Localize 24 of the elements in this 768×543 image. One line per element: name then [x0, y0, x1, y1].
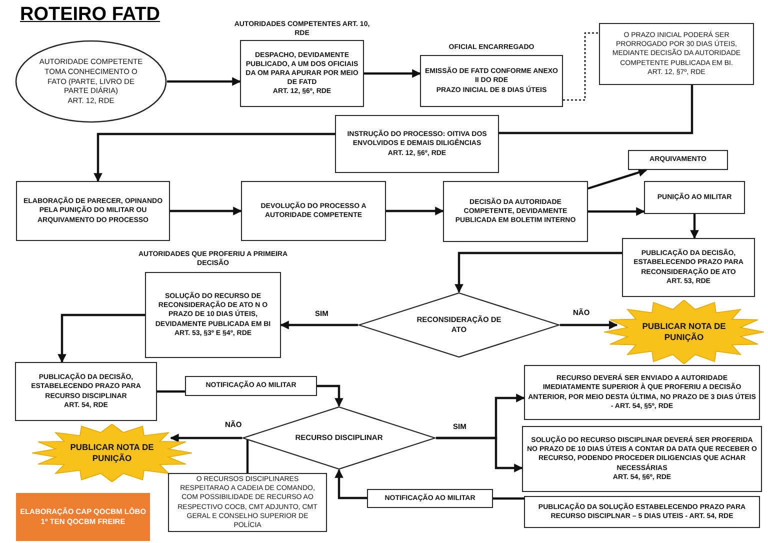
- arrow: [167, 77, 241, 86]
- starburst-text: PUBLICAR NOTA DE PUNIÇÃO: [641, 320, 727, 344]
- arrow: [560, 320, 618, 330]
- connector-line: [493, 497, 524, 500]
- arrow: [690, 214, 699, 239]
- arrow: [58, 314, 145, 363]
- arrow: [170, 434, 242, 442]
- arrow: [170, 206, 242, 216]
- connector-line: [157, 390, 185, 393]
- starburst-text: PUBLICAR NOTA DE PUNIÇÃO: [69, 442, 155, 464]
- connector-line: [563, 32, 599, 101]
- arrow: [317, 384, 344, 407]
- arrow: [94, 132, 335, 182]
- title-text: ROTEIRO FATD: [20, 4, 160, 26]
- arrow: [588, 207, 645, 216]
- arrow: [588, 168, 648, 190]
- arrow: [454, 252, 622, 293]
- arrow: [364, 69, 421, 78]
- arrow: [280, 320, 358, 330]
- arrow: [386, 206, 444, 216]
- arrow: [334, 469, 367, 500]
- arrow: [436, 436, 523, 472]
- leader-line: [246, 440, 249, 473]
- connector-line: [499, 85, 694, 134]
